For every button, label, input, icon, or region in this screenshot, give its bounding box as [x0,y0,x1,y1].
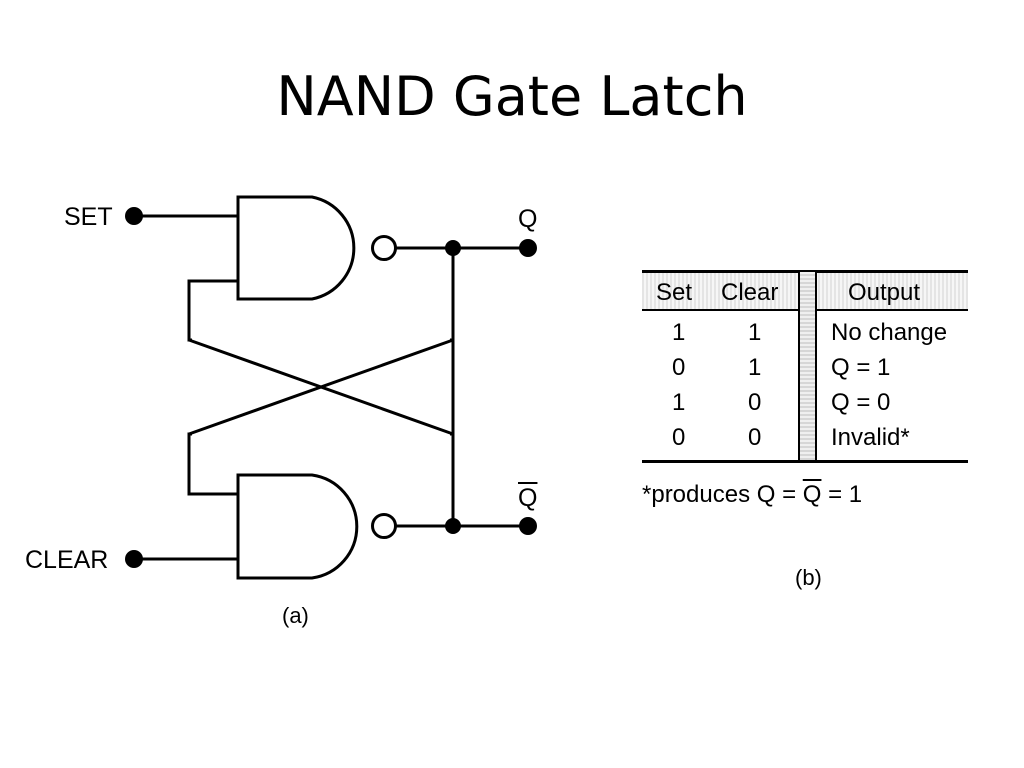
clear-terminal [125,550,143,568]
nand-gate-bottom [236,473,359,580]
table-footnote: *produces Q = Q = 1 [642,480,862,510]
footnote-suffix: = 1 [821,481,863,508]
slide-title: NAND Gate Latch [276,65,748,128]
header-clear: Clear [721,279,779,306]
feedback-qbar-to-top [187,279,455,526]
table-bottom-rule [642,460,968,463]
truth-table: Set Clear Output 1 1 No change 0 1 Q = 1… [642,270,968,464]
inverter-bubble-top [371,235,397,261]
table-caption-b: (b) [795,565,822,590]
set-terminal [125,207,143,225]
nand-gate-top [236,195,356,301]
header-set: Set [656,279,693,306]
q-bar-junction [445,518,461,534]
q-label: Q [518,205,538,233]
q-terminal [519,239,537,257]
cross-wire-b [188,338,454,436]
header-output: Output [848,279,921,306]
diagram-caption-a: (a) [282,603,309,628]
set-label: SET [64,203,113,231]
clear-label: CLEAR [25,546,109,574]
table-column-separator [798,272,817,460]
feedback-q-to-bottom [187,248,455,496]
q-bar-label: Q [518,484,538,512]
table-top-rule [642,270,968,273]
footnote-prefix: *produces Q = [642,481,803,508]
q-junction [445,240,461,256]
inverter-bubble-bottom [371,513,397,539]
footnote-q-bar: Q [802,481,822,508]
q-bar-terminal [519,517,537,535]
